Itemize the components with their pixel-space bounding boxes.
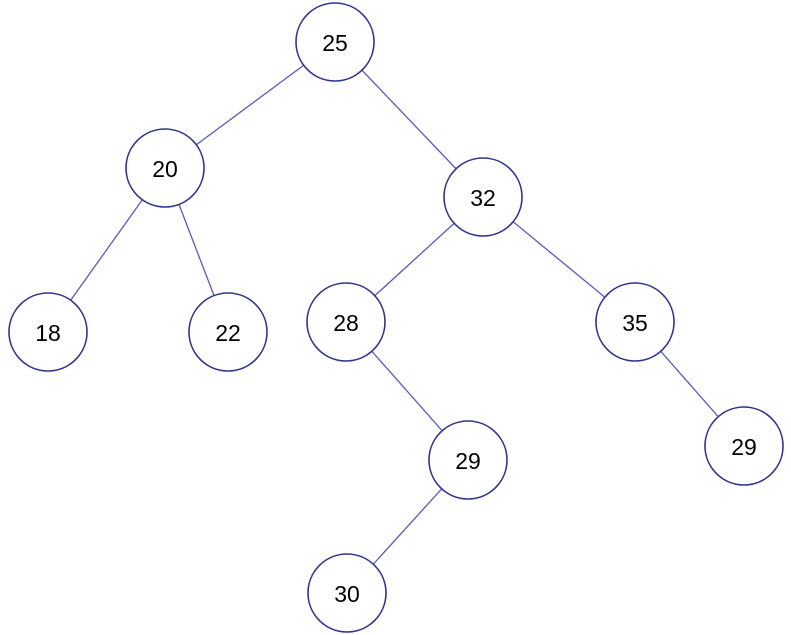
tree-node-label: 22 xyxy=(215,320,241,346)
tree-node-label: 29 xyxy=(731,434,757,460)
tree-node: 20 xyxy=(125,128,205,208)
tree-node-circle xyxy=(188,292,268,372)
tree-node: 18 xyxy=(8,292,88,372)
tree-node-label: 18 xyxy=(35,320,61,346)
tree-node: 32 xyxy=(443,157,523,237)
tree-node: 28 xyxy=(306,282,386,362)
tree-node-circle xyxy=(125,128,205,208)
tree-node: 29 xyxy=(428,420,508,500)
tree-node: 22 xyxy=(188,292,268,372)
tree-node: 29 xyxy=(704,406,784,486)
tree-node: 30 xyxy=(307,553,387,633)
tree-node-label: 29 xyxy=(455,448,481,474)
tree-node-label: 28 xyxy=(333,310,359,336)
tree-node-circle xyxy=(306,282,386,362)
tree-node-circle xyxy=(307,553,387,633)
tree-node-circle xyxy=(428,420,508,500)
tree-node: 35 xyxy=(595,282,675,362)
tree-node-label: 30 xyxy=(334,581,360,607)
tree-node-label: 25 xyxy=(322,30,348,56)
tree-node-circle xyxy=(8,292,88,372)
tree-node-circle xyxy=(595,282,675,362)
tree-node-circle xyxy=(704,406,784,486)
tree-node-circle xyxy=(295,2,375,82)
tree-node: 25 xyxy=(295,2,375,82)
tree-node-label: 32 xyxy=(470,185,496,211)
tree-node-circle xyxy=(443,157,523,237)
tree-node-label: 20 xyxy=(152,156,178,182)
tree-node-label: 35 xyxy=(622,310,648,336)
